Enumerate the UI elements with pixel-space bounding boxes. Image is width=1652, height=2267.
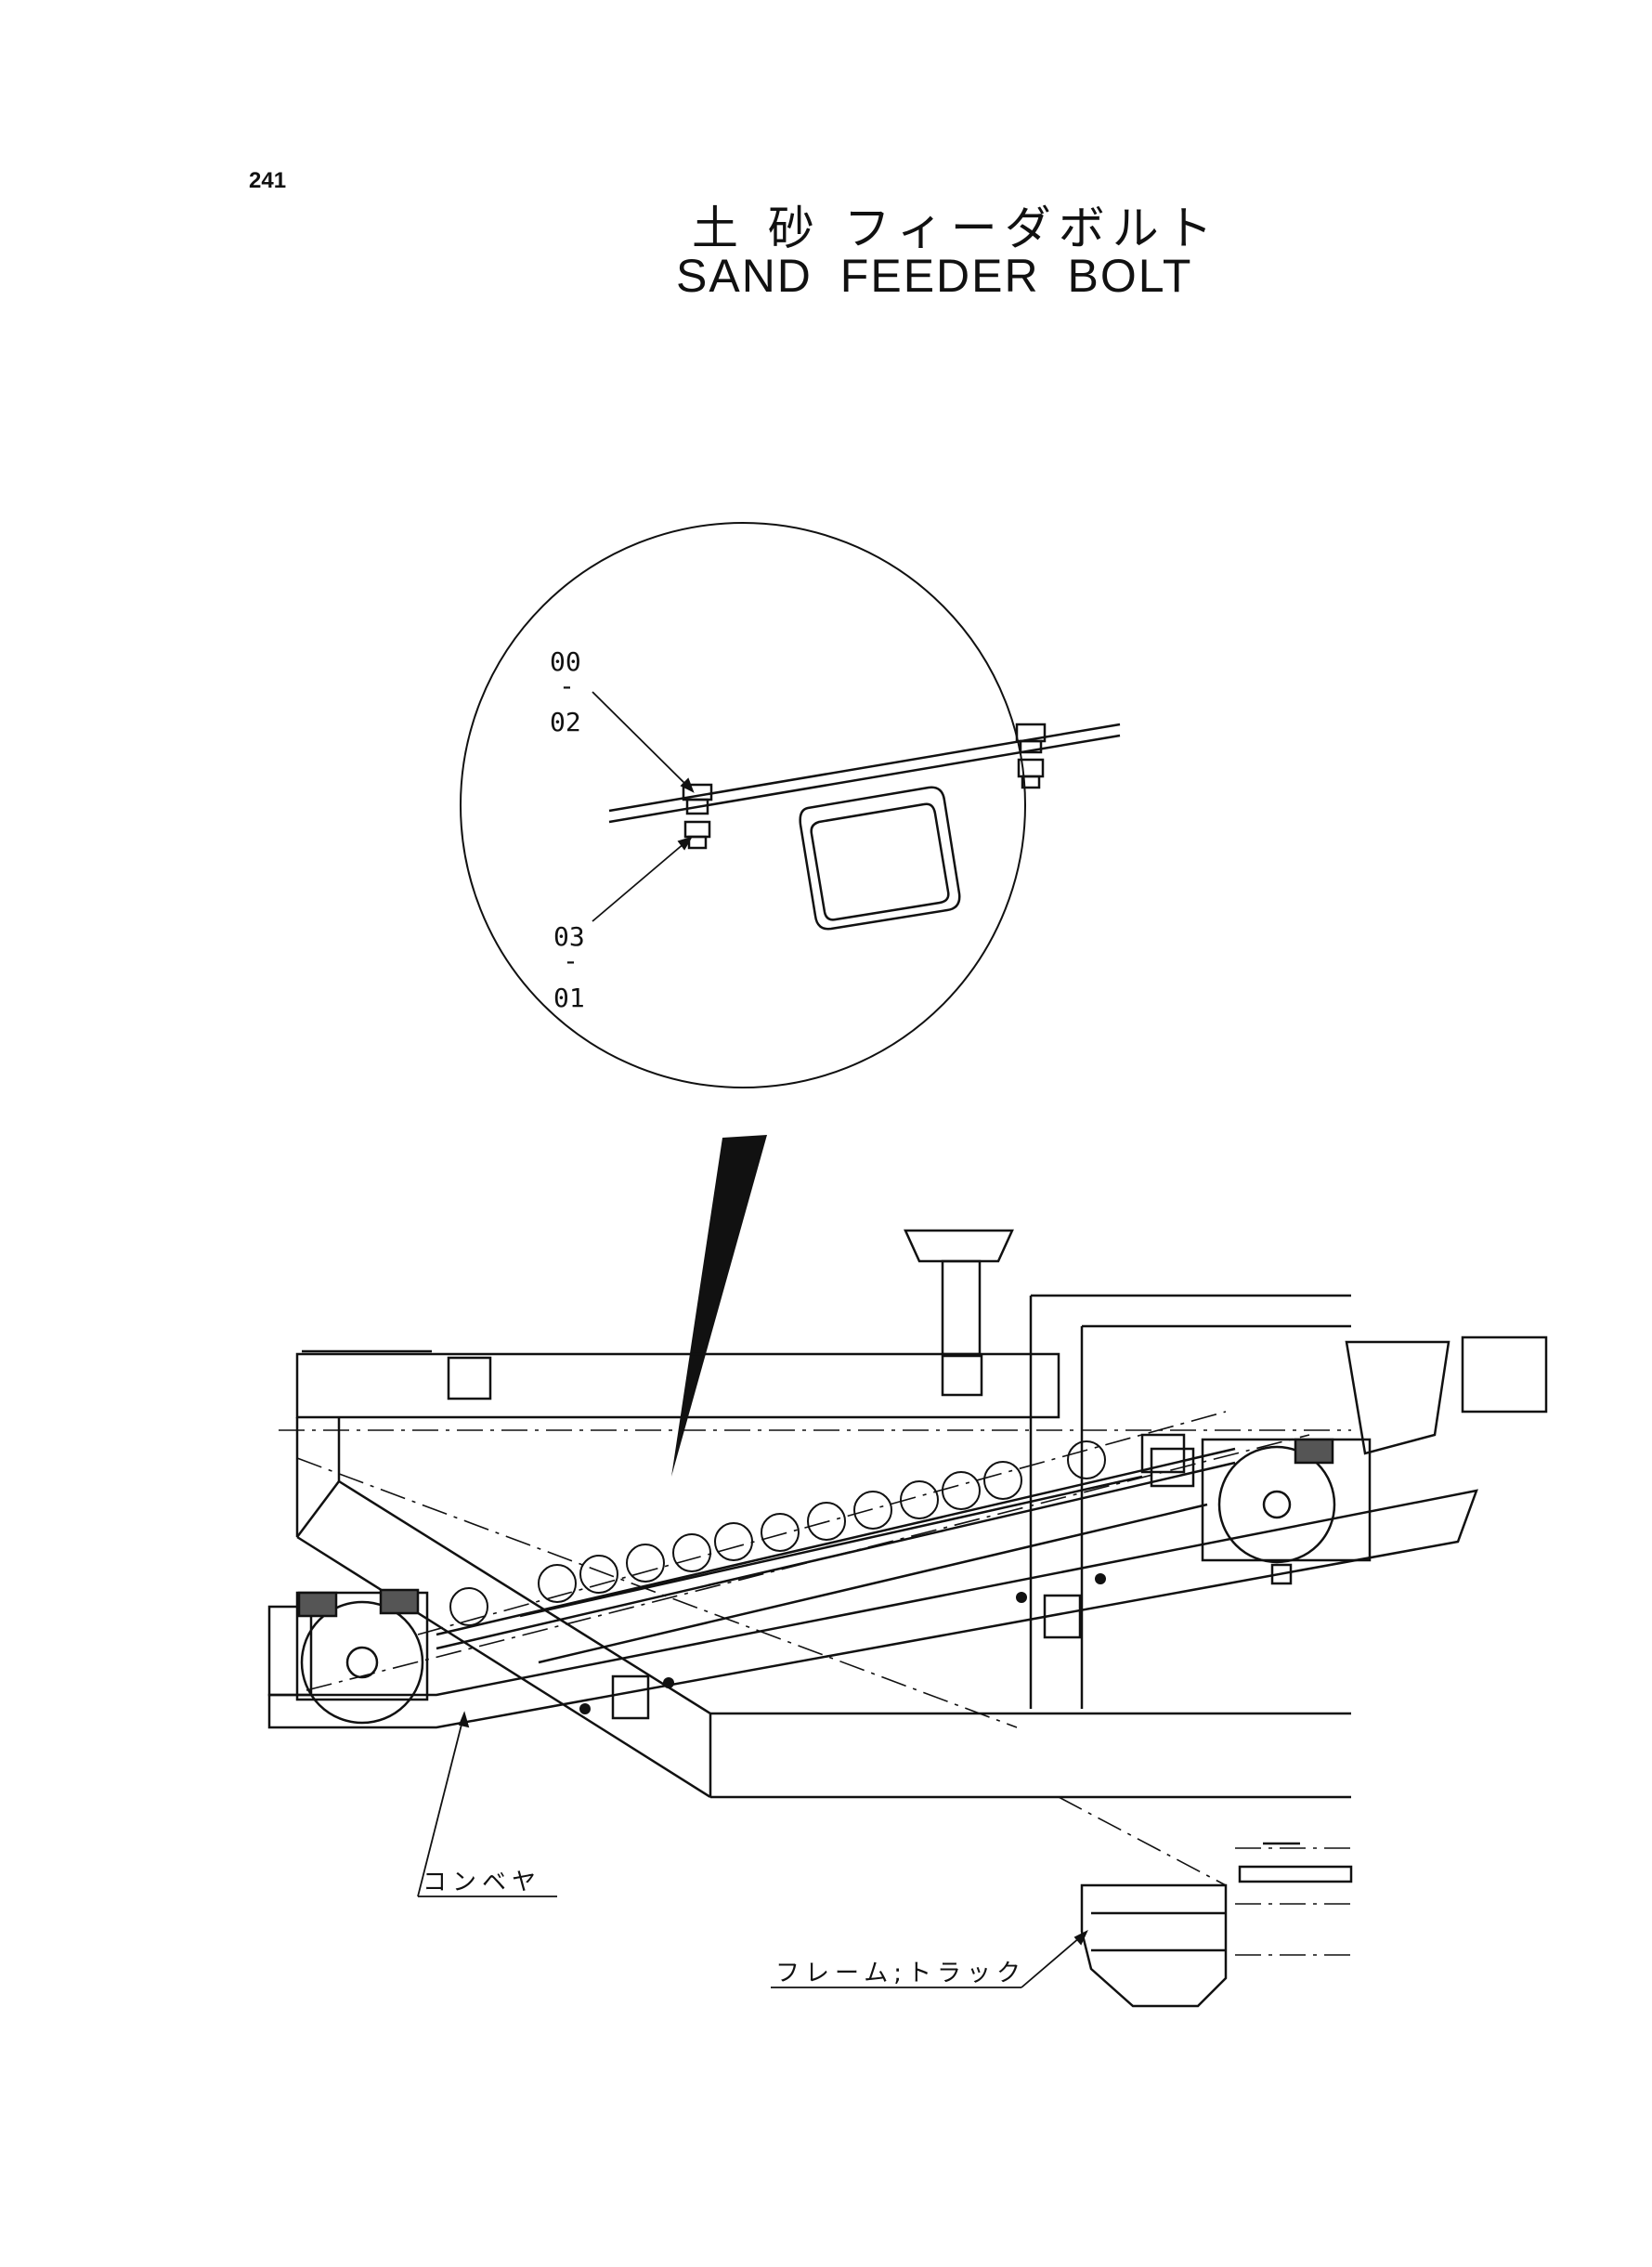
detail-rail — [608, 723, 1121, 824]
belt-clamps — [579, 1573, 1106, 1714]
page-number: 241 — [249, 168, 287, 193]
track-frame — [1080, 1842, 1353, 2008]
label-frame-track: フレーム;トラック — [775, 1960, 1026, 1987]
callout-upper-bottom: 02 — [550, 707, 581, 737]
idler-rollers — [449, 1440, 1106, 1626]
callout-upper: 00 - 02 — [550, 646, 581, 737]
conveyor-body — [267, 1433, 1478, 1729]
callout-lower-bottom: 01 — [553, 983, 585, 1013]
detail-square-tube — [799, 786, 961, 931]
detail-leader-lines — [592, 691, 695, 922]
title-english: SAND FEEDER BOLT — [676, 250, 1193, 302]
feeder-frame — [295, 1229, 1351, 1799]
detail-pointer-wedge — [671, 1135, 767, 1477]
label-leaders — [417, 1711, 1088, 1988]
callout-upper-dash: - — [559, 671, 575, 701]
label-conveyor: コンベヤ — [423, 1869, 541, 1896]
tail-pulley — [267, 1588, 429, 1725]
detail-bolt-right — [1015, 723, 1047, 789]
detail-magnifier-circle — [460, 522, 1026, 1088]
detail-bolt-left — [682, 783, 713, 850]
callout-lower: 03 - 01 — [553, 921, 585, 1013]
callout-lower-top: 03 — [553, 921, 585, 952]
callout-upper-top: 00 — [550, 646, 581, 677]
callout-lower-dash: - — [563, 945, 579, 976]
title-japanese: 土 砂 フィーダボルト — [692, 202, 1220, 255]
head-pulley — [1201, 1335, 1548, 1585]
